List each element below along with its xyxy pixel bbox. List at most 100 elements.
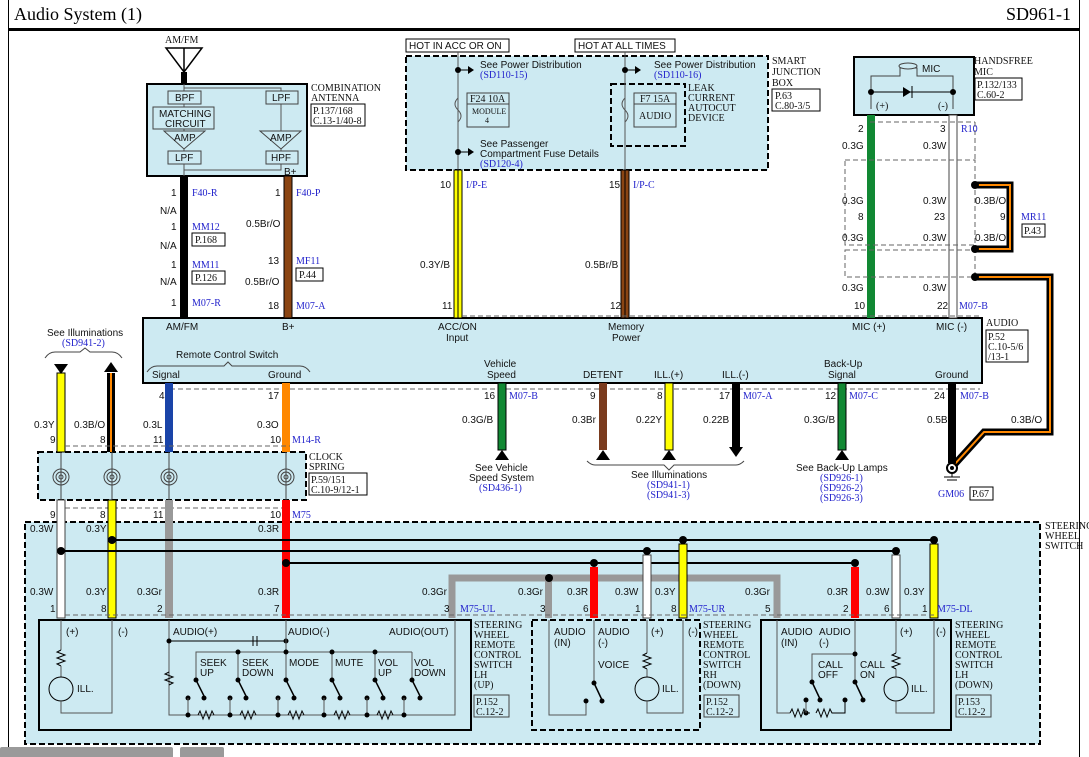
mic-ref-page[interactable]: P.132/133 — [977, 80, 1017, 91]
lhd-name-4: CONTROL — [955, 650, 1002, 661]
conn-m07a[interactable]: M07-A — [296, 301, 326, 312]
illum-ref2-link-2[interactable]: (SD941-3) — [647, 490, 690, 501]
conn-m75-ur[interactable]: M75-UR — [689, 604, 725, 615]
resistor-icon — [890, 652, 902, 670]
wire-amfm — [180, 176, 188, 318]
conn-f40p[interactable]: F40-P — [296, 188, 321, 199]
audio-ref-conn-2[interactable]: /13-1 — [988, 352, 1009, 363]
ref-p126[interactable]: P.126 — [195, 273, 217, 284]
btn-call-on: CALL — [860, 660, 885, 671]
switch-node — [417, 695, 423, 701]
lh-up-ref-page[interactable]: P.152 — [476, 697, 498, 708]
sjb-ref-page[interactable]: P.63 — [775, 91, 792, 102]
wire-gr-left — [165, 500, 173, 618]
sjb-box — [405, 55, 769, 171]
wire-label: 0.3L — [143, 420, 163, 431]
lh-up-name-7: (UP) — [474, 680, 493, 691]
pd1-link[interactable]: (SD110-15) — [480, 70, 527, 81]
lpf2-label: LPF — [272, 93, 290, 104]
ref-p168[interactable]: P.168 — [195, 235, 217, 246]
illum-ref2-link-1[interactable]: (SD941-1) — [647, 480, 690, 491]
antenna-name: COMBINATION — [311, 83, 381, 94]
ground-gm06[interactable]: GM06 — [938, 489, 964, 500]
conn-m07b[interactable]: M07-B — [959, 301, 988, 312]
wire-label: 0.3G — [842, 233, 864, 244]
audio-ref-page[interactable]: P.52 — [988, 332, 1005, 343]
ref-p43[interactable]: P.43 — [1024, 226, 1041, 237]
mic-box — [853, 56, 975, 116]
switch-node — [275, 712, 281, 718]
conn-m07b[interactable]: M07-B — [960, 391, 989, 402]
switch-node — [380, 695, 386, 701]
conn-m14r[interactable]: M14-R — [292, 435, 321, 446]
backup-ref-link-3[interactable]: (SD926-3) — [820, 493, 863, 504]
conn-mm11[interactable]: MM11 — [192, 260, 219, 271]
conn-m07r[interactable]: M07-R — [192, 298, 221, 309]
antenna-ref-conn[interactable]: C.13-1/40-8 — [313, 116, 362, 127]
pcfd-link[interactable]: (SD120-4) — [480, 159, 523, 170]
pin: 12 — [610, 301, 622, 312]
conn-mm12[interactable]: MM12 — [192, 222, 220, 233]
bottom-tab-1[interactable] — [0, 747, 173, 757]
lh-up-ref-conn[interactable]: C.12-2 — [476, 707, 504, 718]
clock-spring-ref-conn[interactable]: C.10-9/12-1 — [311, 485, 360, 496]
conn-m07a[interactable]: M07-A — [743, 391, 773, 402]
pcfd-text: See Passenger — [480, 139, 549, 150]
backup-ref-link-1[interactable]: (SD926-1) — [820, 473, 863, 484]
spiral-icon — [103, 468, 121, 486]
conn-ip-c[interactable]: I/P-C — [633, 180, 655, 191]
conn-m75-ul[interactable]: M75-UL — [460, 604, 496, 615]
audio-unit-box — [142, 317, 983, 384]
pin-ground-2: Ground — [935, 370, 968, 381]
vss-ref-link[interactable]: (SD436-1) — [479, 483, 522, 494]
spiral-icon — [109, 474, 115, 480]
rh-ref-page[interactable]: P.152 — [706, 697, 728, 708]
clock-spring-name-2: SPRING — [309, 462, 345, 473]
conn-ip-e[interactable]: I/P-E — [466, 180, 487, 191]
illum-ref-link[interactable]: (SD941-2) — [62, 338, 105, 349]
audio-ref-conn[interactable]: C.10-5/6 — [988, 342, 1023, 353]
antenna-ref-page[interactable]: P.137/168 — [313, 106, 353, 117]
ref-p44[interactable]: P.44 — [299, 270, 316, 281]
conn-f40r[interactable]: F40-R — [192, 188, 218, 199]
conn-m75-dl[interactable]: M75-DL — [937, 604, 973, 615]
rh-ref-conn[interactable]: C.12-2 — [706, 707, 734, 718]
mic-name-2: MIC — [974, 67, 993, 78]
pin-bplus: B+ — [282, 322, 295, 333]
rh-name-4: CONTROL — [703, 650, 750, 661]
lhd-audio-minus: AUDIO — [819, 627, 851, 638]
mic-name: HANDSFREE — [974, 56, 1033, 67]
sjb-ref-conn[interactable]: C.80-3/5 — [775, 101, 810, 112]
arrow-down-icon — [54, 364, 68, 374]
wire-label: 0.3Gr — [745, 587, 771, 598]
lhd-ref-page[interactable]: P.153 — [958, 697, 980, 708]
wire-label: 0.3G — [842, 141, 864, 152]
conn-mr11[interactable]: MR11 — [1021, 212, 1046, 223]
conn-m07b[interactable]: M07-B — [509, 391, 538, 402]
wire-label: 0.3R — [258, 587, 279, 598]
pin: 9 — [1000, 212, 1006, 223]
pin: 4 — [159, 391, 165, 402]
mic-ref-conn[interactable]: C.60-2 — [977, 90, 1005, 101]
wire-label: 0.3B/O — [975, 233, 1006, 244]
conn-r10[interactable]: R10 — [961, 124, 978, 135]
clock-spring-ref-page[interactable]: P.59/151 — [311, 475, 346, 486]
btn-seek-down: SEEK — [242, 658, 269, 669]
ground-icon — [944, 462, 960, 481]
lhd-name-6: LH — [955, 670, 968, 681]
pin: 10 — [270, 435, 282, 446]
conn-m07c[interactable]: M07-C — [849, 391, 878, 402]
wire-label: 0.3Y — [86, 587, 107, 598]
backup-ref-link-2[interactable]: (SD926-2) — [820, 483, 863, 494]
conn-mf11[interactable]: MF11 — [296, 256, 320, 267]
bottom-tab-2[interactable] — [180, 747, 224, 757]
conn-m75[interactable]: M75 — [292, 510, 311, 521]
pd2-link[interactable]: (SD110-16) — [654, 70, 701, 81]
pin-vss-2: Speed — [487, 370, 516, 381]
lh-down-switch-box — [760, 619, 952, 731]
pin: 3 — [444, 604, 450, 615]
ref-p67[interactable]: P.67 — [972, 489, 989, 500]
wire-mic-plus — [867, 115, 875, 318]
lhd-ref-conn[interactable]: C.12-2 — [958, 707, 986, 718]
lh-up-switch-box — [38, 619, 472, 731]
